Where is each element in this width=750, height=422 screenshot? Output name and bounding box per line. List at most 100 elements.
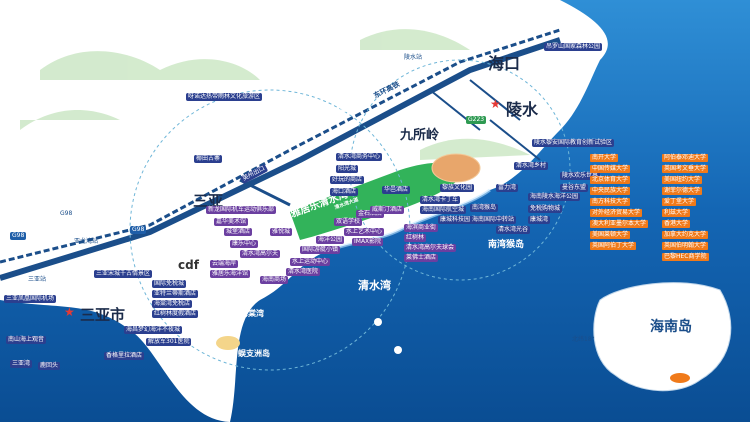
poi-haitang-1: 海棠湾免税店 — [152, 300, 193, 308]
poi-mid-21: 红树林 — [404, 234, 427, 242]
star-icon: ★ — [490, 97, 501, 111]
poi-mid-23: 莱佛士酒店 — [404, 254, 439, 262]
university-12: 谢菲尔德大学 — [662, 187, 703, 195]
university-10: 英国考文垂大学 — [662, 165, 709, 173]
poi-mid-9: 雅居乐海洋馆 — [210, 270, 251, 278]
yacht-icon — [394, 346, 402, 354]
jiusuoling-lake — [431, 153, 481, 183]
university-14: 利兹大学 — [662, 209, 691, 217]
poi-south-1: 南山海上观音 — [6, 336, 47, 344]
poi-mid-7: 雅悦城 — [270, 228, 293, 236]
minimap-lat: 北纬18° — [572, 336, 595, 343]
poi-east-7: 海南国际中转站 — [470, 216, 517, 224]
bay-nanwan: 南湾猴岛 — [488, 240, 525, 250]
university-16: 加拿大约克大学 — [662, 231, 709, 239]
poi-east-3: 海南陵水海洋公园 — [528, 193, 581, 201]
poi-east-8: 清水湾光谷 — [496, 226, 531, 234]
poi-mid-25: 海口酒店 — [330, 188, 359, 196]
station-lingshui: 陵水站 — [404, 54, 423, 61]
poi-mid-1: 椰田古寨 — [194, 155, 223, 163]
brand-cdf: cdf — [178, 258, 199, 272]
poi-east-2: 清水湾乡村 — [514, 162, 549, 170]
poi-mid-2: 新龙国际机车运动俱乐部 — [206, 206, 277, 214]
city-sanya-city: 三亚市 — [80, 306, 126, 324]
poi-east-6: 免税购物城 — [528, 205, 563, 213]
poi-haitang-4: 国际免税城 — [152, 280, 187, 288]
poi-south-2: 三亚湾 — [10, 360, 33, 368]
poi-east-5: 富力湾 — [496, 184, 519, 192]
poi-mid-6: 清水湾高尔夫 — [240, 250, 281, 258]
university-17: 英国伯明翰大学 — [662, 242, 709, 250]
star-icon: ★ — [64, 305, 75, 319]
poi-mid-20: 海滨商业街 — [404, 224, 439, 232]
city-lingshui: 陵水 — [506, 100, 539, 119]
university-11: 美国纽约大学 — [662, 176, 703, 184]
poi-haitang-0: 亚特兰蒂斯酒店 — [152, 290, 199, 298]
poi-mid-29: 清水湾卡丁车 — [420, 196, 461, 204]
university-13: 爱丁堡大学 — [662, 198, 697, 206]
poi-mid-4: 城堡酒店 — [224, 228, 253, 236]
poi-east-12: 曼谷东盟 — [560, 184, 589, 192]
g98-label-2: G98 — [130, 226, 147, 234]
city-haikou: 海口 — [488, 54, 521, 73]
station-sanya: 三亚站 — [28, 276, 47, 283]
poi-east-0: 吊罗山国家森林公园 — [544, 43, 603, 51]
g98-label: G98 — [10, 232, 27, 240]
poi-haitang-6: 香格里拉酒店 — [104, 352, 145, 360]
bay-wuzhizhou: 蜈支洲岛 — [238, 349, 270, 358]
university-7: 美国莱顿大学 — [590, 231, 631, 239]
university-0: 南开大学 — [590, 154, 619, 162]
university-4: 南方科技大学 — [590, 198, 631, 206]
poi-mid-5: 康乐中心 — [230, 240, 259, 248]
poi-mid-0: 呀诺达热带雨林文化旅游区 — [186, 93, 263, 101]
poi-haitang-2: 海昌梦幻海洋不夜城 — [124, 326, 183, 334]
poi-airport: 三亚凤凰国际机场 — [4, 295, 57, 303]
svg-text:G98: G98 — [60, 210, 72, 217]
ring-rail — [0, 28, 561, 264]
poi-mid-22: 清水湾高尔夫球会 — [404, 244, 457, 252]
university-18: 巴黎HEC商学院 — [662, 253, 709, 261]
poi-mid-15: 双语学校 — [334, 218, 363, 226]
poi-mid-12: 水上运动中心 — [290, 258, 331, 266]
university-1: 中国传媒大学 — [590, 165, 631, 173]
university-9: 阿伯泰邓迪大学 — [662, 154, 709, 162]
poi-mid-18: 威斯汀酒店 — [370, 206, 405, 214]
poi-mid-13: 清水湾医院 — [286, 268, 321, 276]
poi-haitang-3: 解放军301医院 — [146, 338, 192, 346]
poi-south-3: 鹿回头 — [38, 362, 61, 370]
university-3: 中央民族大学 — [590, 187, 631, 195]
poi-mid-11: 国际游艇小镇 — [300, 246, 341, 254]
poi-east-10: 黎族文化园 — [440, 184, 475, 192]
poi-east-11: 陵水欢乐世界 — [560, 172, 601, 180]
poi-mid-24: 好玩的商店 — [330, 176, 365, 184]
university-8: 英国阿伯丁大学 — [590, 242, 637, 250]
city-jiusuoling: 九所岭 — [400, 128, 440, 143]
university-6: 澳大利亚墨尔本大学 — [590, 220, 649, 228]
poi-mid-14: 海南商场 — [260, 276, 289, 284]
bay-qingshui: 清水湾 — [358, 279, 391, 292]
station-yalong: 亚龙湾站 — [74, 238, 99, 245]
yacht-icon — [374, 318, 382, 326]
ring-highway — [0, 37, 561, 281]
bay-haitang: 海棠湾 — [240, 309, 264, 318]
poi-mid-27: 清水湾商务中心 — [336, 153, 383, 161]
poi-mid-19: IMAX影院 — [352, 238, 384, 246]
university-15: 香港大学 — [662, 220, 691, 228]
poi-mid-31: 康城科技园 — [438, 216, 473, 224]
poi-east-9: 康城湾 — [528, 216, 551, 224]
minimap-title: 海南岛 — [650, 319, 692, 335]
minimap — [593, 282, 732, 392]
poi-mid-28: 阳光城 — [336, 165, 359, 173]
university-2: 北京体育大学 — [590, 176, 631, 184]
wuzhizhou-island — [216, 336, 240, 350]
poi-mid-8: 云端海岸 — [210, 260, 239, 268]
poi-mid-26: 华邑酒店 — [382, 186, 411, 194]
poi-mid-10: 海洋公园 — [316, 236, 345, 244]
university-5: 对外经济贸易大学 — [590, 209, 643, 217]
poi-east-1: 陵水黎安国际教育创新试验区 — [532, 139, 615, 147]
poi-mid-17: 水上艺术中心 — [344, 228, 385, 236]
poi-haitang-5: 红树林度假酒店 — [152, 310, 199, 318]
poi-east-4: 南湾猴岛 — [470, 204, 499, 212]
poi-mid-3: 嘉华美术馆 — [214, 218, 249, 226]
poi-mid-30: 海南国际航空城 — [420, 206, 467, 214]
